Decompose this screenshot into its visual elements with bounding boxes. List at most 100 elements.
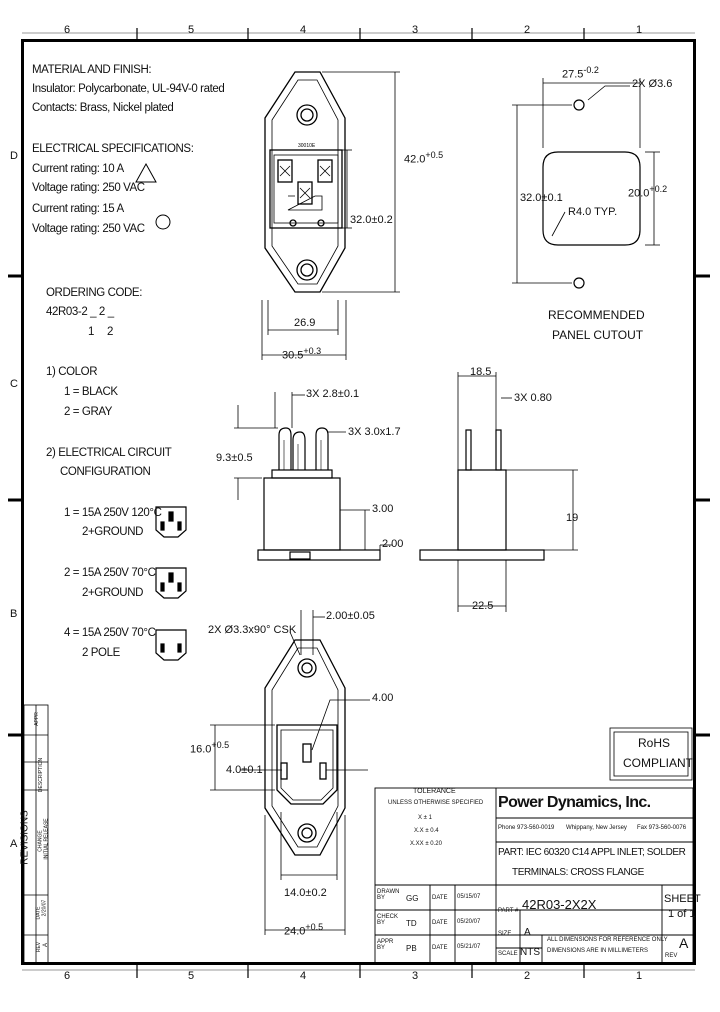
scale-label: SCALE: [498, 951, 518, 957]
check-label: CHECK BY: [377, 914, 399, 926]
zone-label-bottom-5: 5: [188, 970, 195, 982]
revisions-title: REVISIONS: [19, 810, 31, 865]
dim-hole-width: 2.00±0.05: [326, 610, 375, 622]
dim-front-pin: 4.0±0.1: [226, 764, 263, 776]
sheet-value: 1 of 1: [668, 908, 696, 920]
tolerance-r3: X.XX ± 0.20: [410, 841, 442, 847]
scale-value: NTS: [520, 947, 540, 958]
rohs-line-1: RoHS: [638, 736, 671, 750]
svg-text:30010E: 30010E: [298, 143, 316, 149]
zone-label-bottom-1: 1: [636, 970, 643, 982]
vde-triangle-icon: [135, 162, 157, 183]
zone-label-bottom-4: 4: [300, 970, 307, 982]
color-heading: 1) COLOR: [46, 366, 98, 378]
rohs-line-2: COMPLIANT: [623, 756, 694, 770]
c14-icon-2: [155, 567, 187, 599]
rev-value: A: [679, 935, 689, 951]
dim-flange-2: 2.00: [382, 538, 404, 550]
tolerance-title: TOLERANCE: [413, 788, 456, 795]
dim-pin-spec-2: 3X 3.0x1.7: [348, 426, 401, 438]
dim-side-top: 18.5: [470, 366, 492, 378]
ul-mark-icon: [155, 214, 171, 230]
dim-pin-spec-1: 3X 2.8±0.1: [306, 388, 360, 400]
dim-front-outer-width: 24.0+0.5: [284, 922, 324, 938]
dim-cutout-inner: 20.0+0.2: [628, 184, 668, 200]
appr-label: APPR BY: [377, 939, 394, 951]
company-phone: Phone 973-560-0019: [498, 825, 555, 831]
color-opt-2: 2 = GRAY: [64, 406, 113, 418]
check-date-label: DATE: [432, 920, 448, 926]
ordering-heading: ORDERING CODE:: [46, 287, 142, 299]
cutout-label-2: PANEL CUTOUT: [552, 328, 644, 342]
dim-flange-1: 3.00: [372, 503, 394, 515]
circuit-heading-1: 2) ELECTRICAL CIRCUIT: [46, 447, 172, 459]
drawn-label: DRAWN BY: [377, 889, 400, 901]
dim-front-height: 16.0+0.5: [190, 740, 230, 756]
tolerance-sub: UNLESS OTHERWISE SPECIFIED: [388, 800, 484, 806]
check-who: TD: [406, 919, 417, 928]
dim-ground: 4.00: [372, 692, 394, 704]
circuit-opt-1b: 2+GROUND: [82, 526, 144, 538]
dim-top-width-inner: 26.9: [294, 317, 316, 329]
electrical-voltage-2: Voltage rating: 250 VAC: [32, 223, 145, 235]
row-label-d: D: [10, 150, 18, 162]
side-view-left: [257, 427, 381, 561]
title-block: [374, 787, 694, 964]
part-line-1: PART: IEC 60320 C14 APPL INLET; SOLDER: [498, 847, 686, 858]
zone-label-bottom-2: 2: [524, 970, 531, 982]
ordering-pos-2: 2: [107, 326, 113, 338]
row-ticks: [8, 274, 710, 737]
dim-side-height: 19: [566, 512, 579, 524]
color-opt-1: 1 = BLACK: [64, 386, 118, 398]
front-view: [264, 639, 346, 856]
zone-label-top-1: 1: [636, 24, 643, 36]
zone-label-top-5: 5: [188, 24, 195, 36]
circuit-opt-1a: 1 = 15A 250V 120°C: [64, 507, 162, 519]
revisions-col-desc: DESCRIPTION: [38, 757, 45, 793]
dim-csk: 2X Ø3.3x90° CSK: [208, 624, 297, 636]
size-label: SIZE: [498, 931, 512, 937]
circuit-opt-4a: 4 = 15A 250V 70°C: [64, 627, 156, 639]
circuit-opt-4b: 2 POLE: [82, 647, 120, 659]
dim-pin-height: 9.3±0.5: [216, 452, 253, 464]
row-label-b: B: [10, 608, 18, 620]
revisions-block: [23, 704, 49, 964]
drawn-date-label: DATE: [432, 895, 448, 901]
revisions-col-appr: APPR: [33, 712, 40, 726]
company-fax: Fax 973-560-0076: [637, 825, 687, 831]
electrical-current-1: Current rating: 10 A: [32, 163, 124, 175]
appr-date-label: DATE: [432, 945, 448, 951]
dim-radius: R4.0 TYP.: [568, 206, 618, 218]
zone-label-top-3: 3: [412, 24, 419, 36]
dim-side-pin: 3X 0.80: [514, 392, 552, 404]
dims-note-2: DIMENSIONS ARE IN MILLIMETERS: [547, 948, 649, 954]
dim-holes: 2X Ø3.6: [632, 78, 673, 90]
top-view: [264, 71, 346, 293]
appr-who: PB: [406, 944, 417, 953]
electrical-heading: ELECTRICAL SPECIFICATIONS:: [32, 143, 194, 155]
drawn-date: 05/15/07: [457, 894, 481, 900]
part-number: 42R03-2X2X: [522, 897, 597, 912]
part-line-2: TERMINALS: CROSS FLANGE: [512, 867, 644, 878]
company-city: Whippany, New Jersey: [566, 825, 627, 831]
ordering-code: 42R03-2 _ 2 _: [46, 306, 114, 318]
rev-label: REV: [665, 953, 678, 959]
dim-cutout-width: 27.5-0.2: [562, 65, 599, 81]
tolerance-r1: X ± 1: [418, 815, 432, 821]
zone-ticks: [136, 28, 585, 978]
ordering-pos-1: 1: [88, 326, 94, 338]
revisions-col-rev: REV: [36, 941, 43, 953]
revisions-date: 2/20/07: [41, 899, 48, 917]
zone-label-bottom-6: 6: [64, 970, 71, 982]
dim-front-width: 14.0±0.2: [284, 887, 327, 899]
zone-label-top-4: 4: [300, 24, 307, 36]
dim-cutout-height: 32.0±0.1: [520, 192, 563, 204]
check-date: 05/20/07: [457, 919, 481, 925]
dim-side-bottom: 22.5: [472, 600, 494, 612]
appr-date: 05/21/07: [457, 944, 481, 950]
material-heading: MATERIAL AND FINISH:: [32, 64, 152, 76]
tolerance-r2: X.X ± 0.4: [414, 828, 439, 834]
dim-inner-height: 32.0±0.2: [350, 214, 393, 226]
